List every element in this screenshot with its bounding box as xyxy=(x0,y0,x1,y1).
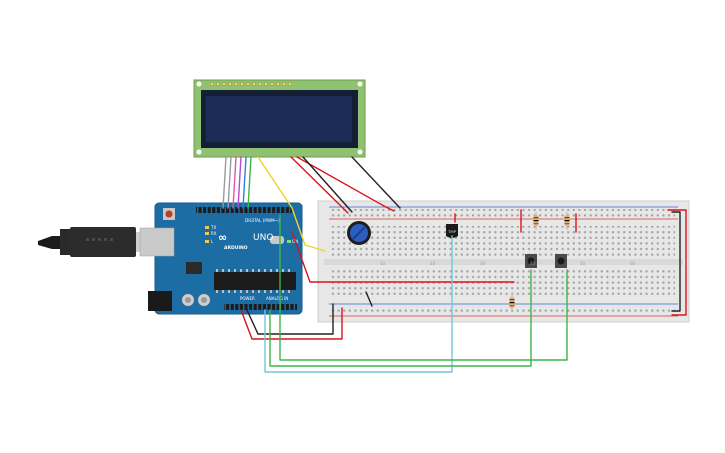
resistor-top-left[interactable] xyxy=(533,212,539,230)
arduino-brand: ARDUINO xyxy=(224,245,248,251)
usb-cable[interactable] xyxy=(38,227,148,257)
wire-lcd-red[interactable] xyxy=(290,156,349,214)
potentiometer[interactable] xyxy=(347,221,371,245)
svg-text:20: 20 xyxy=(430,261,436,266)
wire-gnd-black[interactable] xyxy=(246,303,334,335)
wire-green-btn-1[interactable] xyxy=(269,269,532,367)
svg-text:60: 60 xyxy=(630,261,636,266)
wire-yellow[interactable] xyxy=(257,156,326,252)
resistor-top-right[interactable] xyxy=(564,212,570,230)
wire-black-bb-1[interactable] xyxy=(365,291,373,307)
breadboard-labels: 10 20 30 40 50 60 xyxy=(380,261,636,266)
tx-label: TX xyxy=(210,225,216,230)
wire-lcd-black-2[interactable] xyxy=(351,156,401,209)
arduino-uno[interactable]: TX RX L ON DIGITAL (PWM~) POWER ANALOG I… xyxy=(139,202,303,315)
wire-lcd-pink[interactable] xyxy=(232,156,237,209)
wire-lcd-black[interactable] xyxy=(302,156,353,213)
svg-text:50: 50 xyxy=(580,261,586,266)
rx-label: RX xyxy=(211,231,217,236)
wire-lcd-purple[interactable] xyxy=(237,156,242,209)
wire-red-long[interactable] xyxy=(291,231,515,283)
wire-lcd-gray-1[interactable] xyxy=(222,156,227,209)
wire-cyan-sensor[interactable] xyxy=(264,235,453,373)
power-header-label: POWER xyxy=(240,296,255,301)
wire-lcd-red-2[interactable] xyxy=(296,156,395,212)
wire-green-btn-2[interactable] xyxy=(279,214,568,361)
lcd-screen xyxy=(206,96,352,142)
wire-lcd-blue[interactable] xyxy=(242,156,247,209)
digital-header-label: DIGITAL (PWM~) xyxy=(245,218,280,223)
pushbutton-2[interactable] xyxy=(555,254,567,268)
led-label: L xyxy=(211,239,214,244)
arduino-logo-icon: ∞ xyxy=(218,231,227,244)
breadboard[interactable] xyxy=(317,200,690,323)
wire-rail-red-right[interactable] xyxy=(667,209,687,316)
analog-header-label: ANALOG IN xyxy=(266,296,288,301)
svg-text:10: 10 xyxy=(380,261,386,266)
resistor-bottom[interactable] xyxy=(509,293,515,312)
wire-lcd-gray-2[interactable] xyxy=(227,156,232,209)
pushbutton-1[interactable] xyxy=(525,254,537,268)
lcd-display[interactable] xyxy=(193,79,366,158)
svg-text:40: 40 xyxy=(530,261,536,266)
arduino-model: UNO xyxy=(253,233,273,243)
wire-5v-red[interactable] xyxy=(240,307,343,340)
svg-text:30: 30 xyxy=(480,261,486,266)
wire-rail-black-right[interactable] xyxy=(671,211,681,312)
sensor-label: TMP xyxy=(447,229,457,234)
temperature-sensor[interactable]: TMP xyxy=(446,224,458,238)
wire-lcd-green[interactable] xyxy=(247,156,252,209)
